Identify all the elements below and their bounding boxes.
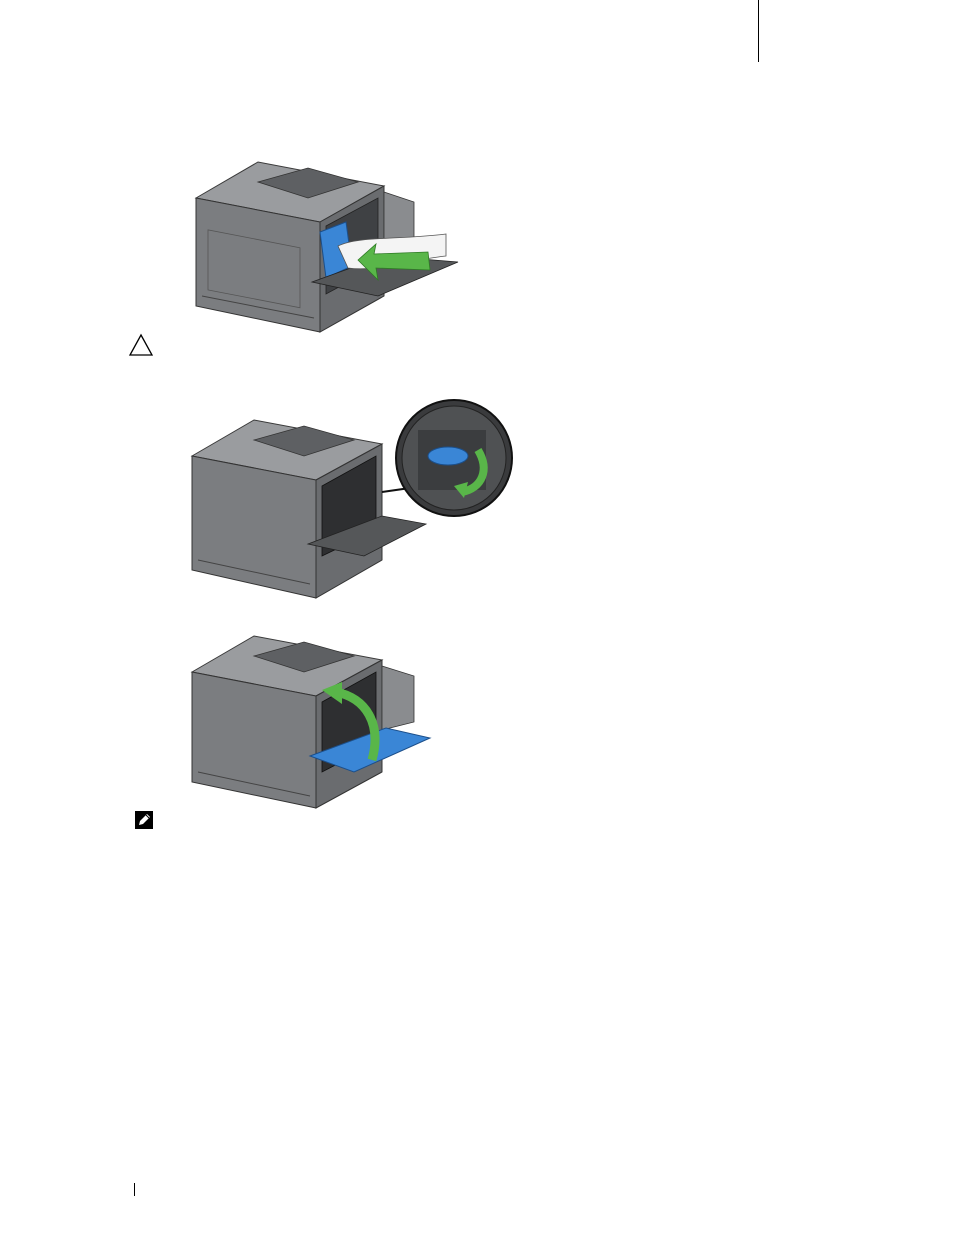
- pencil-note-icon: [134, 810, 154, 830]
- insert-cleaning-rod-illustration: [188, 156, 460, 334]
- footer-rule: [134, 1183, 135, 1196]
- caution-triangle-icon: [128, 333, 154, 357]
- header-rule: [758, 0, 759, 62]
- close-right-side-cover-illustration: [186, 632, 446, 810]
- lock-waste-toner-box-illustration: [186, 390, 516, 600]
